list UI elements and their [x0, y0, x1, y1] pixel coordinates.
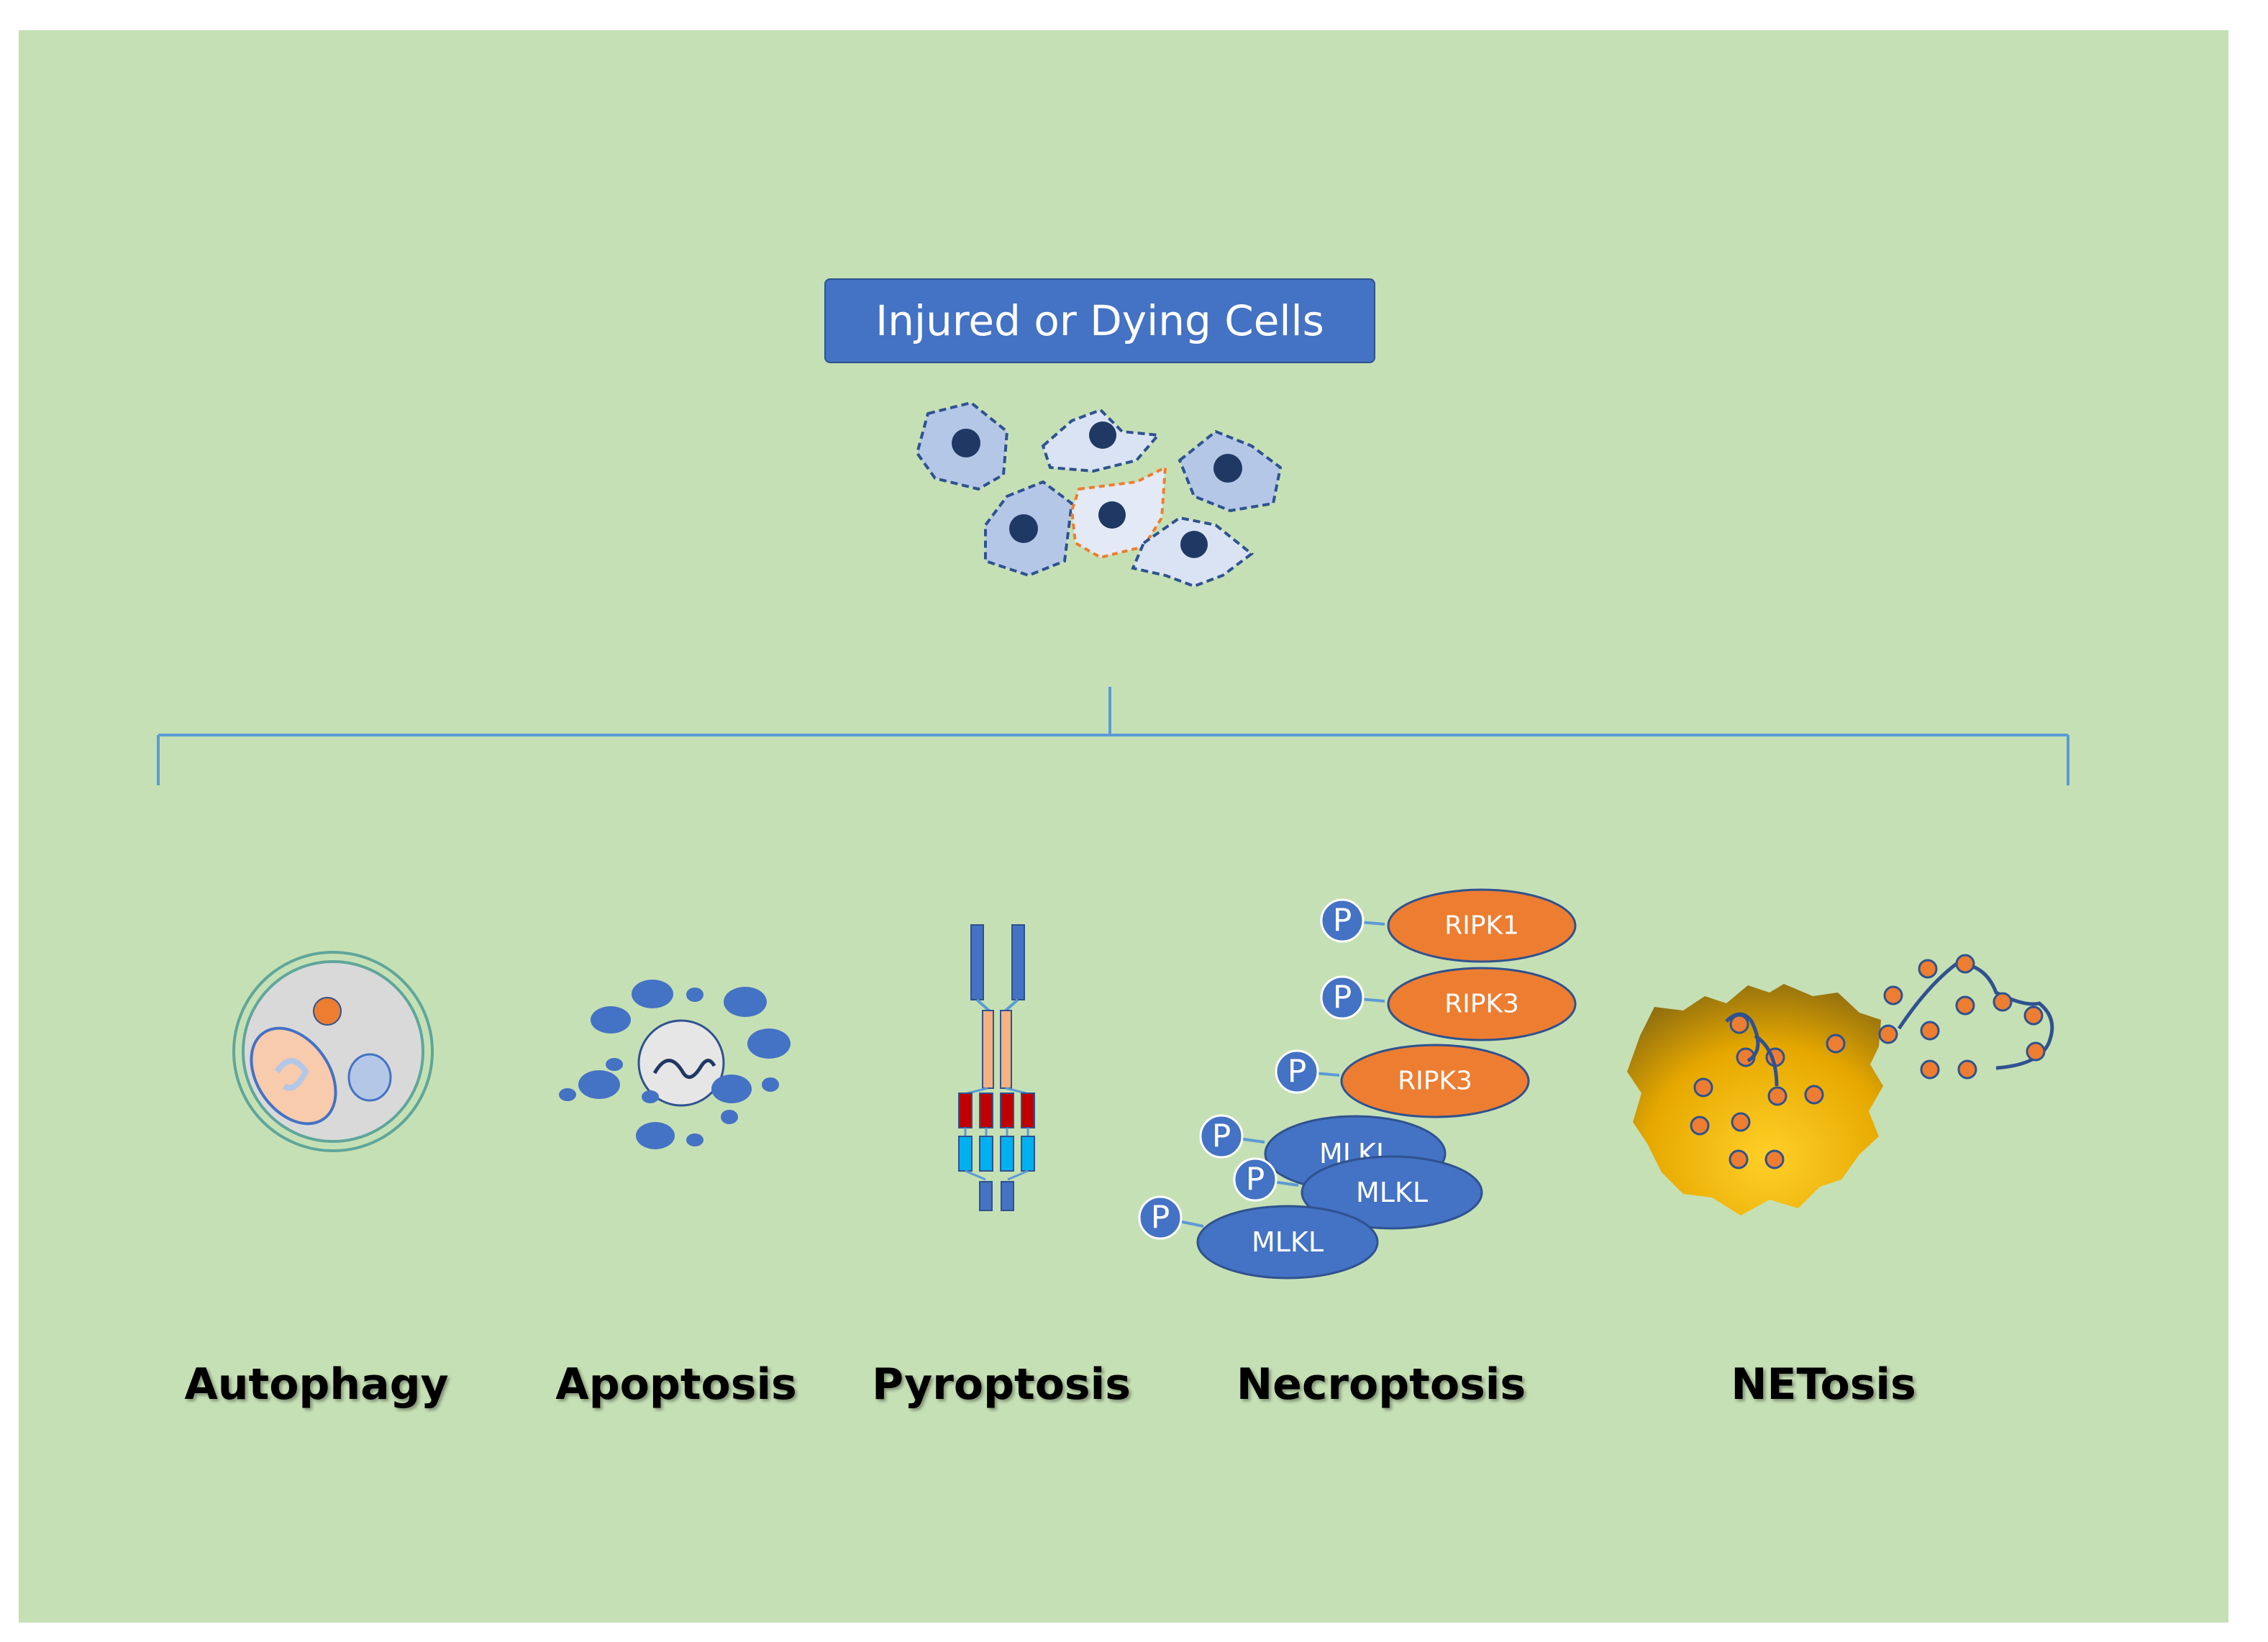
autophagosome-icon [232, 951, 434, 1152]
phosphate-label: P [1333, 903, 1352, 939]
label-pyroptosis: Pyroptosis [872, 1359, 1131, 1410]
phosphate-label: P [1333, 980, 1352, 1016]
phosphate-label: P [1151, 1200, 1170, 1236]
gasdermin-pore-icon [958, 924, 1035, 1211]
phosphate-badge: P [1320, 975, 1365, 1020]
necrosome-complex: RIPK1 RIPK3 RIPK3 MLKL MLKL MLKL P P [1138, 888, 1577, 1280]
phosphate-badge: P [1138, 1195, 1183, 1240]
mlkl-label-front: MLKL [1252, 1226, 1324, 1258]
phosphate-badge: P [1199, 1114, 1244, 1159]
ripk3-label-upper: RIPK3 [1444, 990, 1519, 1019]
phosphate-badge: P [1320, 898, 1365, 943]
phosphate-badge: P [1275, 1049, 1319, 1094]
label-autophagy: Autophagy [184, 1359, 449, 1410]
label-necroptosis: Necroptosis [1236, 1359, 1526, 1410]
title-box: Injured or Dying Cells [824, 278, 1375, 363]
ripk3-node-upper: RIPK3 [1387, 967, 1577, 1041]
cell-cluster-icon [915, 401, 1283, 588]
phosphate-label: P [1212, 1118, 1231, 1155]
label-netosis: NETosis [1731, 1359, 1916, 1410]
mlkl-label-middle: MLKL [1356, 1177, 1428, 1208]
mlkl-node-middle: MLKL [1301, 1155, 1483, 1230]
apoptotic-bodies-icon [559, 980, 791, 1149]
label-apoptosis: Apoptosis [555, 1359, 797, 1410]
phosphate-badge: P [1233, 1157, 1278, 1202]
ripk3-node-lower: RIPK3 [1340, 1044, 1530, 1118]
page-title: Injured or Dying Cells [875, 296, 1324, 345]
branch-connector [157, 687, 2069, 785]
ripk1-node: RIPK1 [1387, 888, 1577, 963]
ripk1-label: RIPK1 [1444, 911, 1519, 941]
mlkl-node-front: MLKL [1196, 1205, 1379, 1280]
phosphate-label: P [1246, 1162, 1265, 1198]
ripk3-label-lower: RIPK3 [1398, 1067, 1472, 1096]
netosis-neutrophil-icon [1627, 954, 2054, 1215]
phosphate-label: P [1288, 1054, 1307, 1090]
